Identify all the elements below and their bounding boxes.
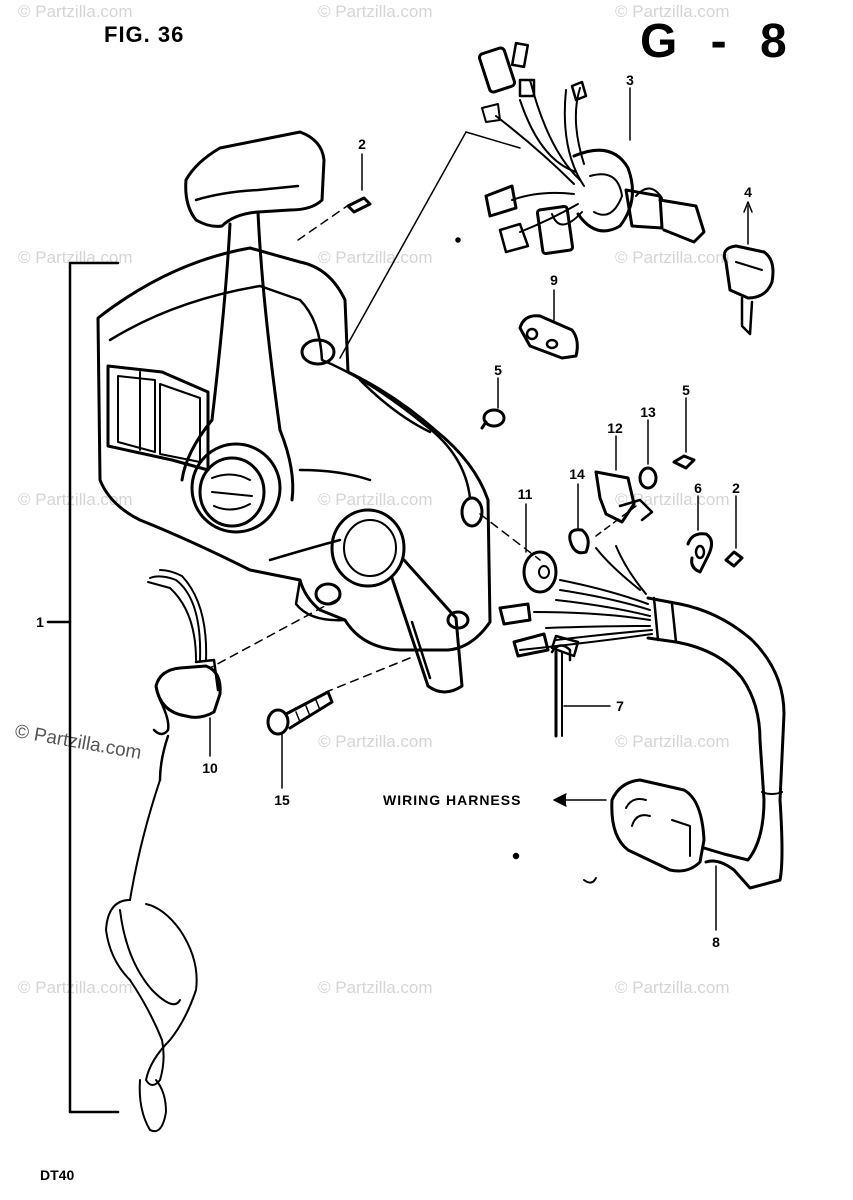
screw-15 <box>266 690 334 789</box>
assembly-bracket <box>46 261 120 1114</box>
harness-arrow <box>553 793 607 807</box>
callout-12: 12 <box>607 420 623 436</box>
watermark: © Partzilla.com <box>318 490 433 509</box>
callout-3: 3 <box>626 72 634 88</box>
watermark: © Partzilla.com <box>318 732 433 751</box>
wiring-harness-label: WIRING HARNESS <box>383 792 522 808</box>
bracket-12 <box>594 435 654 524</box>
nut-14 <box>568 483 590 555</box>
ignition-switch <box>477 41 706 255</box>
watermark: © Partzilla.com <box>18 978 133 997</box>
watermark: © Partzilla.com <box>615 978 730 997</box>
plate-9 <box>518 289 579 360</box>
ignition-key <box>722 201 775 336</box>
callout-13: 13 <box>640 404 656 420</box>
leader-lines <box>209 131 637 693</box>
bolt-2-top <box>346 153 372 214</box>
watermark: © Partzilla.com <box>18 490 133 509</box>
watermark: © Partzilla.com <box>18 2 133 21</box>
remote-control-box <box>96 246 492 652</box>
watermark: © Partzilla.com <box>318 248 433 267</box>
callout-14: 14 <box>569 466 585 482</box>
figure-title: FIG. 36 <box>104 22 185 47</box>
emergency-stop-switch <box>105 569 222 1133</box>
throttle-lever <box>330 508 464 694</box>
washer-13 <box>638 419 658 490</box>
callout-1: 1 <box>36 614 44 630</box>
callout-11: 11 <box>517 486 533 502</box>
callout-8: 8 <box>712 934 720 950</box>
watermark: © Partzilla.com <box>615 2 730 21</box>
callout-10: 10 <box>202 760 218 776</box>
wire-bundle <box>498 545 653 658</box>
screw-5 <box>480 377 506 430</box>
clamp-6 <box>686 495 713 574</box>
control-handle <box>180 130 326 534</box>
screw-5-right <box>672 397 696 470</box>
callout-6: 6 <box>694 480 702 496</box>
watermark: © Partzilla.com <box>615 732 730 751</box>
cable-tie-7 <box>550 644 611 738</box>
watermark: © Partzilla.com <box>318 978 433 997</box>
section-code: G - 8 <box>640 15 797 68</box>
callout-2-top: 2 <box>358 136 366 152</box>
callout-15: 15 <box>274 792 290 808</box>
bolt-2-right <box>724 495 744 568</box>
callout-9: 9 <box>550 272 558 288</box>
callout-7: 7 <box>616 698 624 714</box>
bushing-11 <box>522 503 558 594</box>
watermark: © Partzilla.com <box>615 248 730 267</box>
callout-5-left: 5 <box>494 362 502 378</box>
watermark: © Partzilla.com <box>318 2 433 21</box>
callout-5-right: 5 <box>682 382 690 398</box>
callout-2-right: 2 <box>732 480 740 496</box>
callout-4: 4 <box>744 184 752 200</box>
wiring-harness <box>610 596 786 931</box>
model-code: DT40 <box>40 1167 75 1183</box>
